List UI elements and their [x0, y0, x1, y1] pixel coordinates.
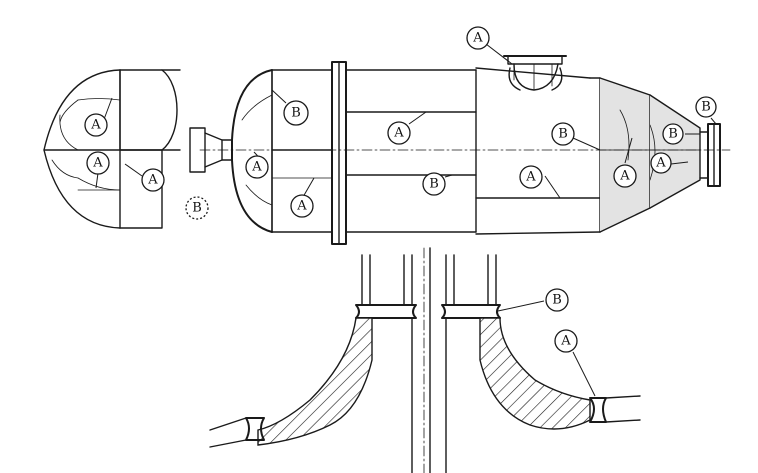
callout-head-b: B — [185, 196, 209, 220]
right-weld-A — [589, 397, 607, 423]
svg-text:A: A — [560, 334, 571, 349]
callout-head-right-a: A — [141, 168, 165, 192]
callout-top-nozzle-a: A — [466, 26, 490, 50]
svg-text:A: A — [147, 173, 158, 188]
callout-section-a: A — [554, 329, 578, 353]
svg-text:A: A — [619, 169, 630, 184]
callout-nozzle-b-top: B — [695, 96, 717, 118]
svg-text:A: A — [472, 31, 483, 46]
callout-cone-b: B — [551, 122, 575, 146]
svg-text:B: B — [552, 293, 562, 308]
left-weld-B — [355, 304, 417, 319]
callout-leftcap-b: B — [283, 100, 309, 126]
main-vessel — [189, 55, 731, 245]
svg-text:A: A — [92, 156, 103, 171]
svg-text:B: B — [291, 106, 301, 121]
callout-leftcap-a-nozzle: A — [245, 155, 269, 179]
segmented-dished-head — [43, 69, 181, 229]
callouts: A A A A B B A A A B A B A B B A B A — [84, 26, 717, 353]
svg-text:B: B — [429, 177, 439, 192]
callout-shell-b-lower: B — [422, 172, 446, 196]
left-nozzle-flange — [189, 127, 206, 173]
callout-nozzle-b-inner: B — [662, 123, 684, 145]
callout-leftcap-a-lower: A — [290, 194, 314, 218]
svg-text:B: B — [192, 201, 202, 216]
callout-shell-a-lower: A — [519, 165, 543, 189]
callout-nozzle-a-inner: A — [650, 152, 672, 174]
svg-text:B: B — [668, 127, 678, 142]
callout-cone-a: A — [613, 164, 637, 188]
svg-text:A: A — [525, 170, 536, 185]
left-forging-hatched — [257, 317, 373, 446]
callout-head-upper-a: A — [84, 113, 108, 137]
svg-text:B: B — [701, 100, 711, 115]
svg-text:B: B — [558, 127, 568, 142]
svg-text:A: A — [296, 199, 307, 214]
callout-shell-a-upper: A — [387, 121, 411, 145]
svg-text:A: A — [393, 126, 404, 141]
support-section-detail — [209, 247, 641, 473]
left-weld-A — [245, 417, 265, 441]
svg-text:A: A — [655, 156, 666, 171]
right-weld-B — [441, 304, 501, 319]
callout-head-lower-a: A — [86, 151, 110, 175]
callout-section-b: B — [545, 288, 569, 312]
svg-text:A: A — [251, 160, 262, 175]
svg-text:A: A — [90, 118, 101, 133]
